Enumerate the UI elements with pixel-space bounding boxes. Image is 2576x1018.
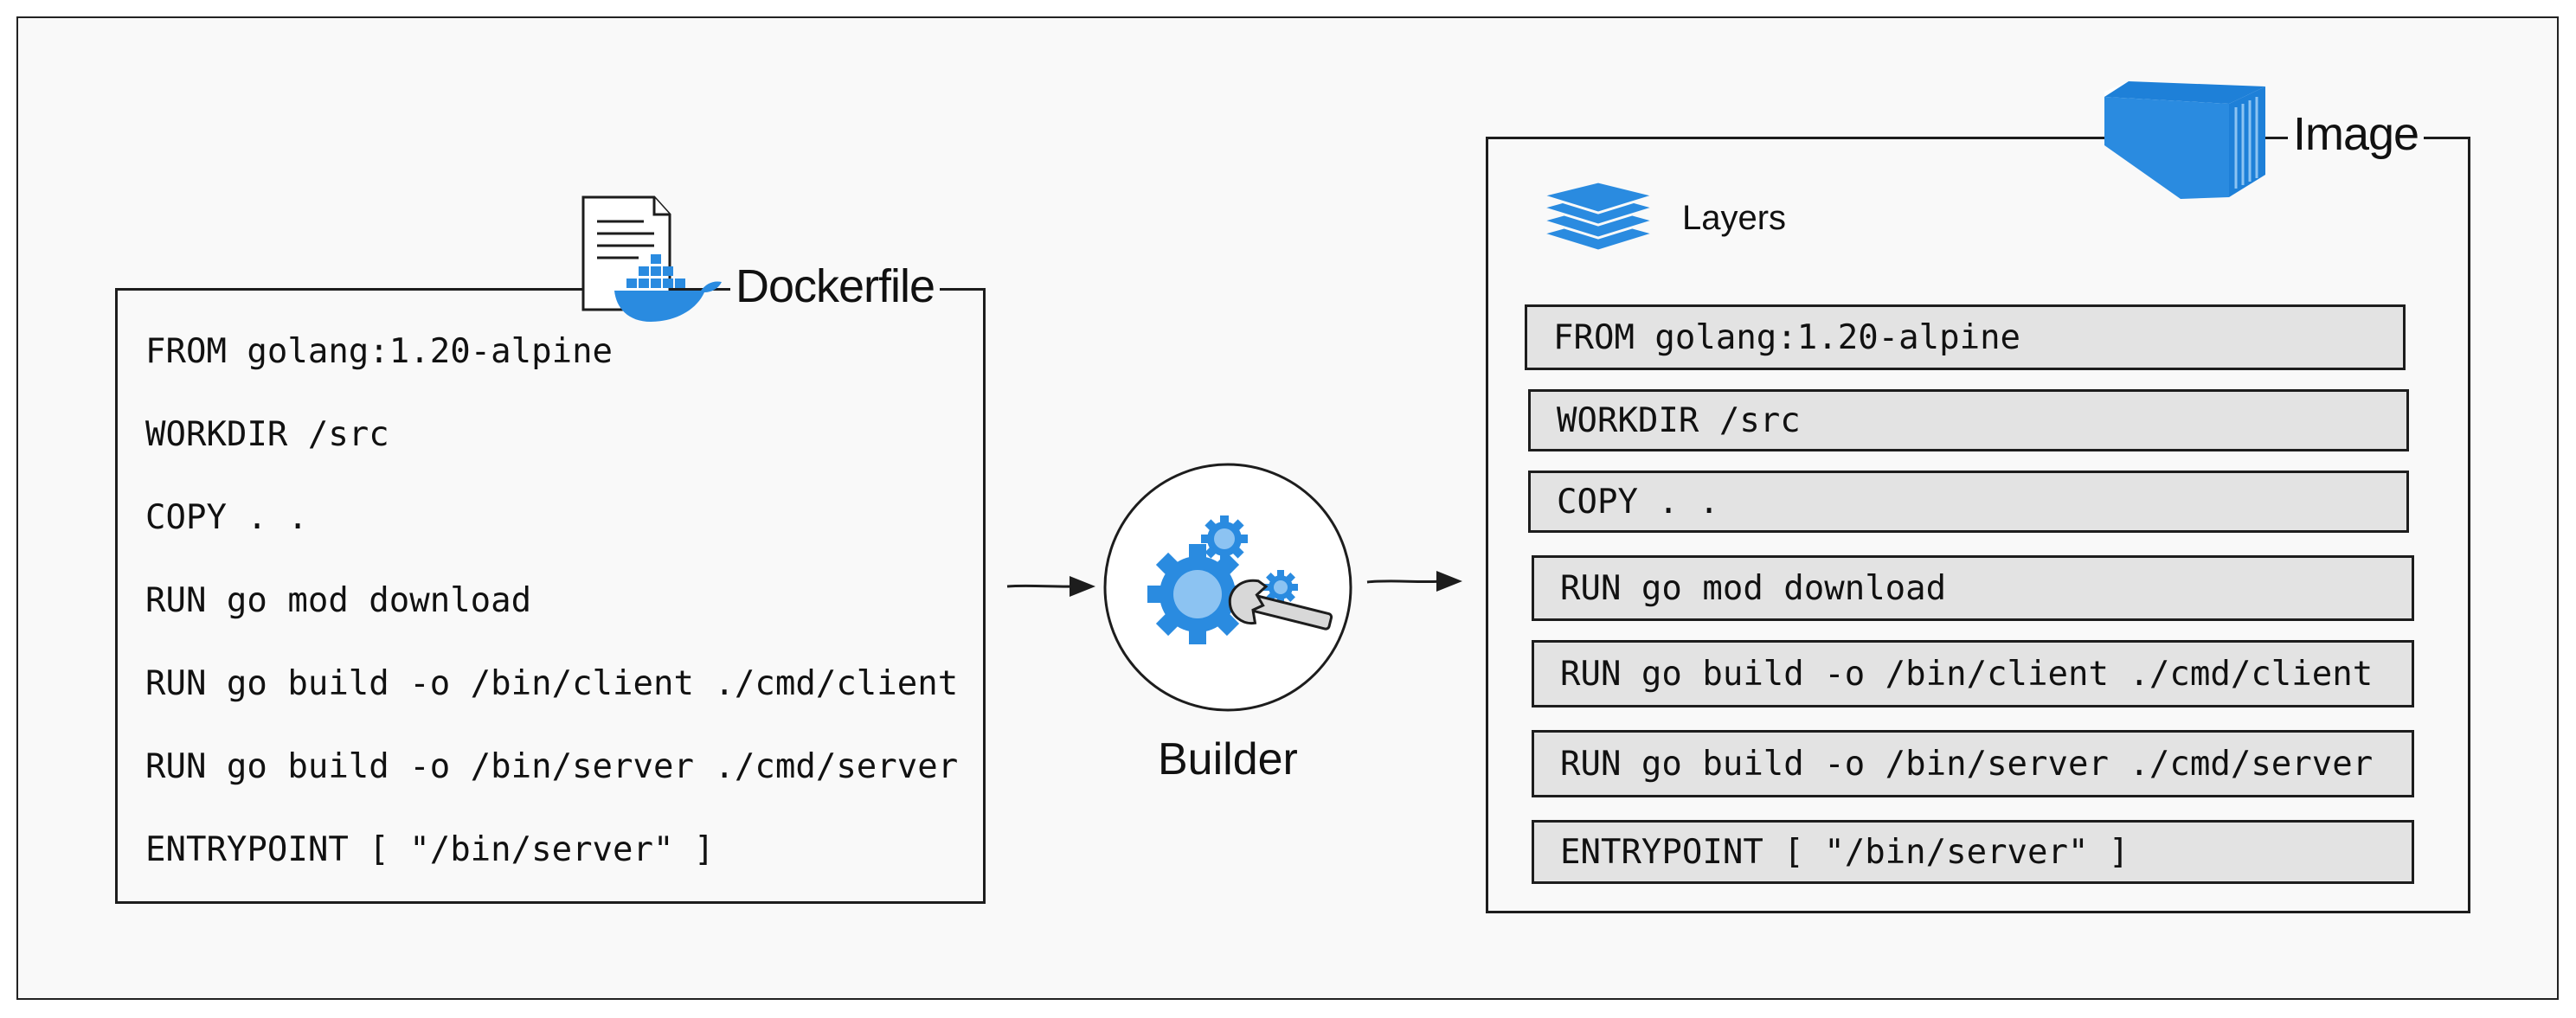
image-layer: RUN go build -o /bin/client ./cmd/client: [1532, 640, 2414, 707]
dockerfile-line: RUN go mod download: [145, 581, 532, 620]
image-layer: FROM golang:1.20-alpine: [1525, 304, 2406, 370]
image-layer: WORKDIR /src: [1528, 389, 2409, 451]
layers-label: Layers: [1682, 199, 1787, 237]
image-layer: ENTRYPOINT [ "/bin/server" ]: [1532, 820, 2414, 884]
dockerfile-line: RUN go build -o /bin/client ./cmd/client: [145, 664, 959, 703]
dockerfile-icon: [581, 195, 722, 322]
dockerfile-line: COPY . .: [145, 498, 308, 537]
arrow-right-icon: [1366, 571, 1462, 592]
image-layer: COPY . .: [1528, 471, 2409, 533]
dockerfile-line: FROM golang:1.20-alpine: [145, 332, 613, 371]
builder-gears-icon: [1103, 463, 1352, 712]
dockerfile-title: Dockerfile: [730, 259, 941, 313]
arrow-right-icon: [1006, 576, 1095, 597]
layers-icon: [1537, 180, 1660, 253]
dockerfile-box: FROM golang:1.20-alpine WORKDIR /src COP…: [115, 288, 986, 904]
container-icon: [2104, 81, 2265, 199]
dockerfile-line: RUN go build -o /bin/server ./cmd/server: [145, 747, 959, 786]
dockerfile-line: WORKDIR /src: [145, 415, 389, 454]
image-layer: RUN go build -o /bin/server ./cmd/server: [1532, 730, 2414, 797]
builder-label: Builder: [1158, 734, 1298, 784]
image-title: Image: [2288, 107, 2425, 161]
image-layer: RUN go mod download: [1532, 555, 2414, 621]
dockerfile-line: ENTRYPOINT [ "/bin/server" ]: [145, 830, 715, 869]
